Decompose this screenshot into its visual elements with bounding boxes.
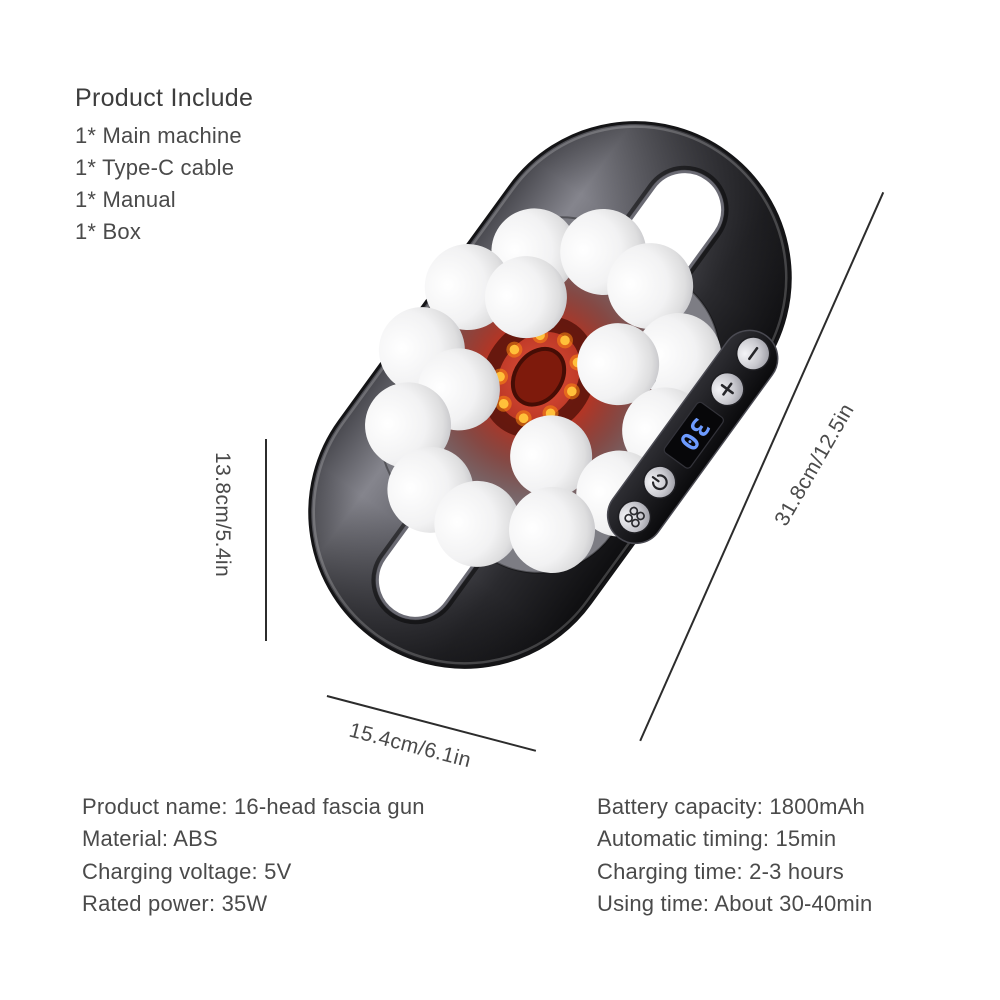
- massage-head: [577, 323, 660, 406]
- spec-charging-voltage: Charging voltage: 5V: [82, 858, 292, 884]
- massage-head: [607, 243, 694, 330]
- include-item-main-machine: 1* Main machine: [75, 123, 242, 148]
- product-photo: 30: [308, 121, 792, 669]
- plus-button: [710, 371, 745, 407]
- dimension-label-height: 13.8cm/5.4in: [211, 452, 234, 578]
- control-panel: 30: [606, 329, 779, 545]
- dimension-line-height: [265, 439, 267, 641]
- massage-heads-icon: [624, 506, 645, 528]
- product-include-title: Product Include: [75, 84, 254, 112]
- spec-material: Material: ABS: [82, 826, 218, 852]
- massage-head: [484, 256, 567, 339]
- power-button: [642, 465, 677, 499]
- spec-charging-time: Charging time: 2-3 hours: [597, 858, 844, 884]
- massage-head: [434, 480, 521, 567]
- spec-product-name: Product name: 16-head fascia gun: [82, 794, 425, 819]
- include-item-box: 1* Box: [75, 219, 142, 244]
- specs-right-column: Battery capacity: 1800mAh Automatic timi…: [597, 791, 872, 921]
- minus-icon: [748, 346, 759, 361]
- spec-rated-power: Rated power: 35W: [82, 891, 268, 917]
- spec-using-time: Using time: About 30-40min: [597, 891, 873, 917]
- include-item-manual: 1* Manual: [75, 187, 176, 212]
- specs-left-column: Product name: 16-head fascia gun Materia…: [82, 791, 425, 921]
- plus-icon: [720, 382, 734, 396]
- product-include-block: Product Include 1* Main machine 1* Type-…: [75, 84, 253, 248]
- mode-button: [617, 500, 652, 534]
- minus-button: [735, 336, 771, 371]
- power-icon: [651, 474, 668, 491]
- spec-automatic-timing: Automatic timing: 15min: [597, 826, 837, 852]
- massage-head: [635, 313, 722, 400]
- massage-head: [509, 486, 596, 573]
- dimension-label-width: 15.4cm/6.1in: [346, 718, 474, 773]
- spec-battery-capacity: Battery capacity: 1800mAh: [597, 794, 865, 819]
- include-item-type-c-cable: 1* Type-C cable: [75, 155, 235, 180]
